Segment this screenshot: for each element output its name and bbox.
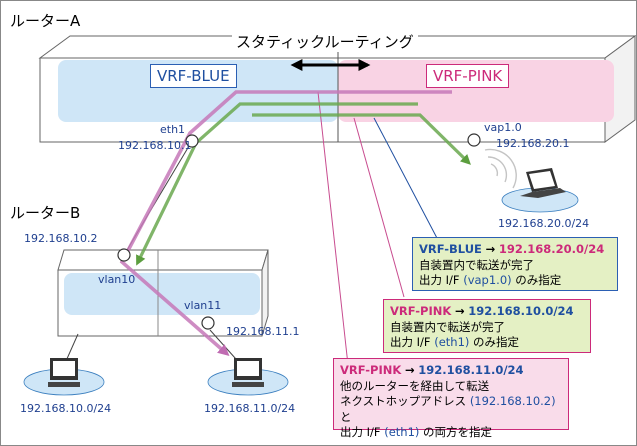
pc-net11-icon	[207, 358, 289, 396]
laptop-icon	[501, 168, 579, 213]
static-routing-label: スタティックルーティング	[232, 33, 418, 52]
callout-vrf-pink-net10: VRF-PINK → 192.168.10.0/24 自装置内で転送が完了 出力…	[383, 299, 591, 353]
router-b-ip: 192.168.10.2	[24, 232, 98, 245]
eth1-ip: 192.168.10.1	[118, 139, 192, 152]
net11-label: 192.168.11.0/24	[204, 402, 296, 415]
callout-vrf-pink-net10-head: VRF-PINK → 192.168.10.0/24	[390, 304, 574, 318]
vap-port-icon	[467, 133, 481, 147]
callout-vrf-blue-head: VRF-BLUE → 192.168.20.0/24	[419, 242, 605, 256]
vlan10-port-icon	[117, 248, 131, 262]
wireless-waves-icon	[484, 148, 517, 189]
router-a-chassis	[38, 35, 637, 143]
vrf-blue-zone	[58, 60, 338, 122]
vlan10-label: vlan10	[98, 273, 136, 286]
router-b-blue-zone	[64, 273, 260, 315]
router-b-title: ルーターB	[10, 204, 81, 222]
wireless-network-label: 192.168.20.0/24	[498, 217, 590, 230]
vap-ip: 192.168.20.1	[496, 137, 570, 150]
route-arrow-pink-to-net11	[119, 90, 452, 357]
vlan11-ip: 192.168.11.1	[226, 325, 300, 338]
pc-net10-icon	[23, 358, 105, 396]
vlan11-port-icon	[201, 316, 215, 330]
route-arrow-blue-to-wireless	[252, 113, 471, 165]
router-a-title: ルーターA	[10, 12, 81, 30]
vap-label: vap1.0	[484, 121, 522, 134]
eth1-port-icon	[185, 134, 199, 148]
route-arrow-pink-to-net10	[136, 102, 418, 266]
vrf-pink-label: VRF-PINK	[426, 64, 510, 88]
eth1-label: eth1	[160, 123, 186, 136]
vrf-pink-zone	[338, 60, 614, 122]
vrf-blue-label: VRF-BLUE	[150, 64, 237, 88]
callout-vrf-blue: VRF-BLUE → 192.168.20.0/24 自装置内で転送が完了 出力…	[412, 237, 618, 291]
callout-vrf-pink-net11: VRF-PINK → 192.168.11.0/24 他のルーターを経由して転送…	[333, 358, 569, 439]
net10-label: 192.168.10.0/24	[20, 402, 112, 415]
vlan11-label: vlan11	[184, 299, 222, 312]
callout-vrf-pink-net11-head: VRF-PINK → 192.168.11.0/24	[340, 363, 524, 377]
router-b-chassis	[57, 249, 269, 337]
